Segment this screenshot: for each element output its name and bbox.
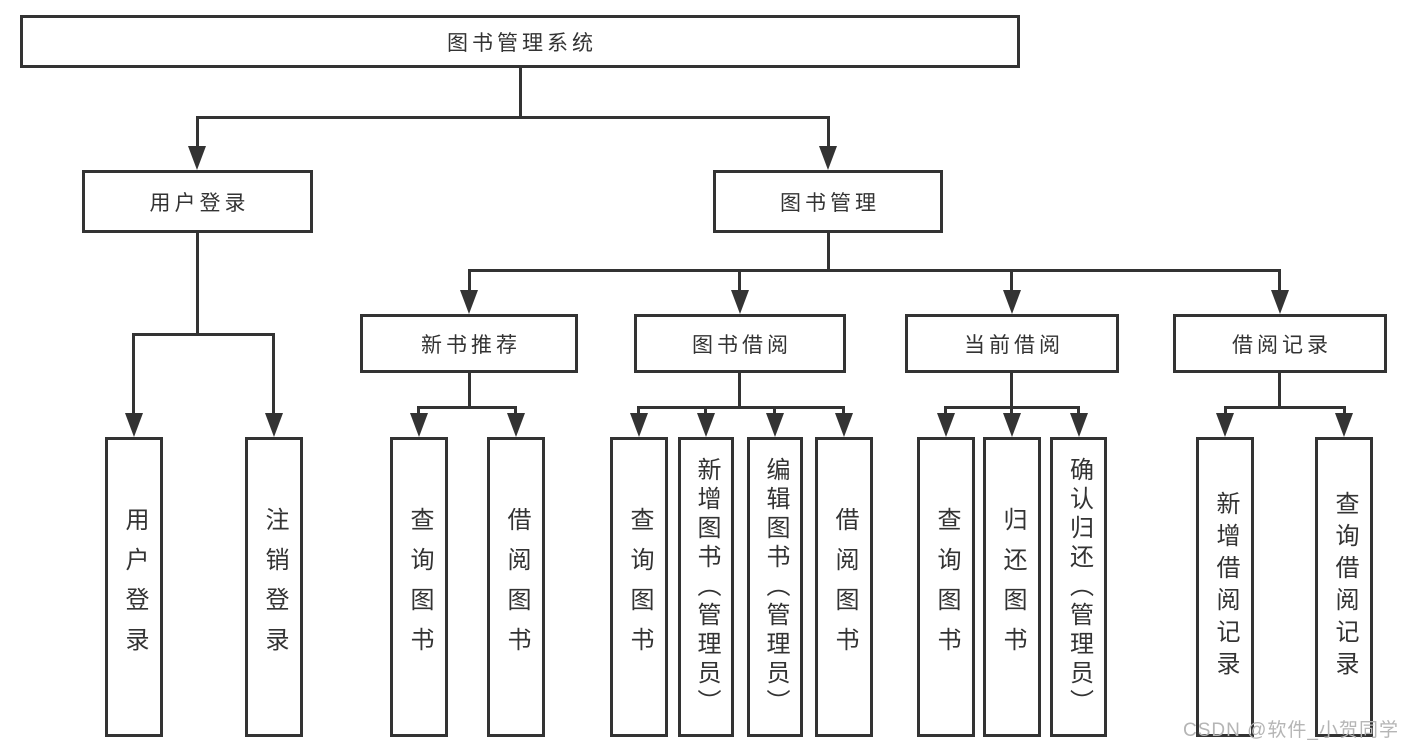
connector-drop (1224, 406, 1227, 418)
connector-recommend-stem (468, 373, 471, 409)
leaf-label: 新增图书（管理员） (693, 456, 720, 718)
connector-drop (1010, 406, 1013, 418)
connector-root-bar (196, 116, 830, 119)
connector-drop (944, 406, 947, 418)
arrowhead (188, 146, 206, 170)
connector-userlogin-bar (132, 333, 275, 336)
node-borrowing-records: 借阅记录 (1173, 314, 1387, 373)
connector-bookmgmt-stem (827, 233, 830, 272)
node-label: 图书管理 (780, 191, 880, 215)
node-current-borrowing: 当前借阅 (905, 314, 1119, 373)
connector-drop (1343, 406, 1346, 418)
connector-borrowing-stem (738, 373, 741, 409)
connector-drop (842, 406, 845, 418)
node-label: 当前借阅 (964, 333, 1064, 357)
node-user-login: 用户登录 (82, 170, 313, 233)
arrowhead (460, 290, 478, 314)
leaf-label: 借阅图书 (503, 507, 530, 667)
leaf-label: 查询图书 (933, 507, 960, 667)
leaf-query-books-recommend: 查询图书 (390, 437, 448, 737)
leaf-edit-book-admin: 编辑图书（管理员） (747, 437, 803, 737)
connector-drop-user-login (196, 116, 199, 150)
leaf-add-book-admin: 新增图书（管理员） (678, 437, 734, 737)
connector-drop-leaf-login (132, 333, 135, 417)
node-label: 新书推荐 (421, 333, 521, 357)
arrowhead (630, 413, 648, 437)
arrowhead (819, 146, 837, 170)
leaf-label: 注销登录 (261, 507, 288, 667)
leaf-query-books-borrowing: 查询图书 (610, 437, 668, 737)
arrowhead (1216, 413, 1234, 437)
leaf-borrow-books-borrowing: 借阅图书 (815, 437, 873, 737)
leaf-query-books-current: 查询图书 (917, 437, 975, 737)
connector-drop (417, 406, 420, 418)
node-label: 图书管理系统 (447, 31, 597, 55)
node-label: 借阅记录 (1232, 333, 1332, 357)
arrowhead (937, 413, 955, 437)
connector-current-stem (1010, 373, 1013, 409)
connector-recommend-bar (417, 406, 517, 409)
leaf-confirm-return-admin: 确认归还（管理员） (1050, 437, 1107, 737)
connector-root-stem (519, 68, 522, 118)
arrowhead (125, 413, 143, 437)
arrowhead (1335, 413, 1353, 437)
arrowhead (507, 413, 525, 437)
arrowhead (1003, 413, 1021, 437)
leaf-logout: 注销登录 (245, 437, 303, 737)
connector-drop (773, 406, 776, 418)
arrowhead (1070, 413, 1088, 437)
connector-drop-current (1010, 269, 1013, 293)
connector-drop-borrowing (738, 269, 741, 293)
leaf-add-borrow-record: 新增借阅记录 (1196, 437, 1254, 737)
leaf-label: 新增借阅记录 (1212, 491, 1239, 683)
connector-drop (704, 406, 707, 418)
leaf-label: 查询图书 (626, 507, 653, 667)
arrowhead (731, 290, 749, 314)
connector-borrowing-bar (637, 406, 845, 409)
leaf-label: 归还图书 (999, 507, 1026, 667)
leaf-label: 借阅图书 (831, 507, 858, 667)
connector-drop-book-mgmt (827, 116, 830, 150)
arrowhead (410, 413, 428, 437)
csdn-watermark: CSDN @软件_小贺同学 (1183, 720, 1399, 741)
leaf-return-book: 归还图书 (983, 437, 1041, 737)
arrowhead (1003, 290, 1021, 314)
node-new-book-recommend: 新书推荐 (360, 314, 578, 373)
node-label: 图书借阅 (692, 333, 792, 357)
connector-drop (514, 406, 517, 418)
connector-drop (1077, 406, 1080, 418)
node-root-library-system: 图书管理系统 (20, 15, 1020, 68)
arrowhead (1271, 290, 1289, 314)
connector-drop-recommend (468, 269, 471, 293)
connector-bookmgmt-bar (468, 269, 1281, 272)
connector-records-bar (1224, 406, 1346, 409)
arrowhead (697, 413, 715, 437)
leaf-label: 查询图书 (406, 507, 433, 667)
connector-drop (637, 406, 640, 418)
connector-userlogin-stem (196, 233, 199, 336)
arrowhead (265, 413, 283, 437)
leaf-borrow-books-recommend: 借阅图书 (487, 437, 545, 737)
node-label: 用户登录 (149, 191, 250, 215)
arrowhead (766, 413, 784, 437)
leaf-label: 编辑图书（管理员） (762, 456, 789, 718)
node-book-management: 图书管理 (713, 170, 943, 233)
arrowhead (835, 413, 853, 437)
leaf-query-borrow-record: 查询借阅记录 (1315, 437, 1373, 737)
leaf-user-login: 用户登录 (105, 437, 163, 737)
connector-drop-records (1278, 269, 1281, 293)
leaf-label: 查询借阅记录 (1331, 491, 1358, 683)
connector-drop-leaf-logout (272, 333, 275, 417)
connector-records-stem (1278, 373, 1281, 409)
node-book-borrowing: 图书借阅 (634, 314, 846, 373)
leaf-label: 确认归还（管理员） (1065, 456, 1093, 718)
leaf-label: 用户登录 (121, 507, 148, 667)
